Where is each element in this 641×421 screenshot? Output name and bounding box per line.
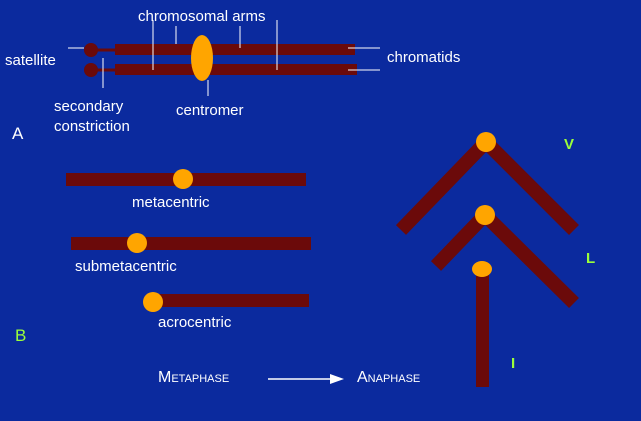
label-shape-l: L xyxy=(586,250,596,267)
label-section-a: A xyxy=(12,124,24,143)
v-shape-centromere xyxy=(476,132,496,152)
chromatid-lower xyxy=(115,64,357,75)
label-anaphase: Anaphase xyxy=(357,369,421,386)
label-centromer: centromer xyxy=(176,102,244,119)
l-shape-short-arm xyxy=(430,210,491,271)
i-shape-centromere xyxy=(472,261,492,277)
i-shape-chromosome xyxy=(476,269,489,387)
label-secondary-constriction-line1: secondary xyxy=(54,98,124,115)
label-acrocentric: acrocentric xyxy=(158,314,232,331)
label-metaphase: Metaphase xyxy=(158,369,230,386)
label-chromatids: chromatids xyxy=(387,49,461,66)
metacentric-centromere xyxy=(173,169,193,189)
label-shape-v: V xyxy=(564,136,575,153)
l-shape-centromere xyxy=(475,205,495,225)
chromatid-upper xyxy=(115,44,355,55)
satellite-upper xyxy=(84,43,98,57)
label-shape-i: I xyxy=(511,355,516,372)
label-submetacentric: submetacentric xyxy=(75,258,177,275)
l-shape-long-arm xyxy=(480,210,579,308)
centromere-a xyxy=(191,35,213,81)
label-section-b: B xyxy=(15,326,27,345)
label-metacentric: metacentric xyxy=(132,194,210,211)
label-chromosomal-arms: chromosomal arms xyxy=(138,8,266,25)
acrocentric-centromere xyxy=(143,292,163,312)
submetacentric-centromere xyxy=(127,233,147,253)
label-secondary-constriction-line2: constriction xyxy=(54,118,130,135)
label-satellite: satellite xyxy=(5,52,56,69)
satellite-lower xyxy=(84,63,98,77)
submetacentric-chromosome xyxy=(71,237,311,250)
v-shape-right-arm xyxy=(481,137,579,235)
progression-arrow-head xyxy=(330,374,344,384)
acrocentric-chromosome xyxy=(151,294,309,307)
v-shape-left-arm xyxy=(395,137,492,235)
